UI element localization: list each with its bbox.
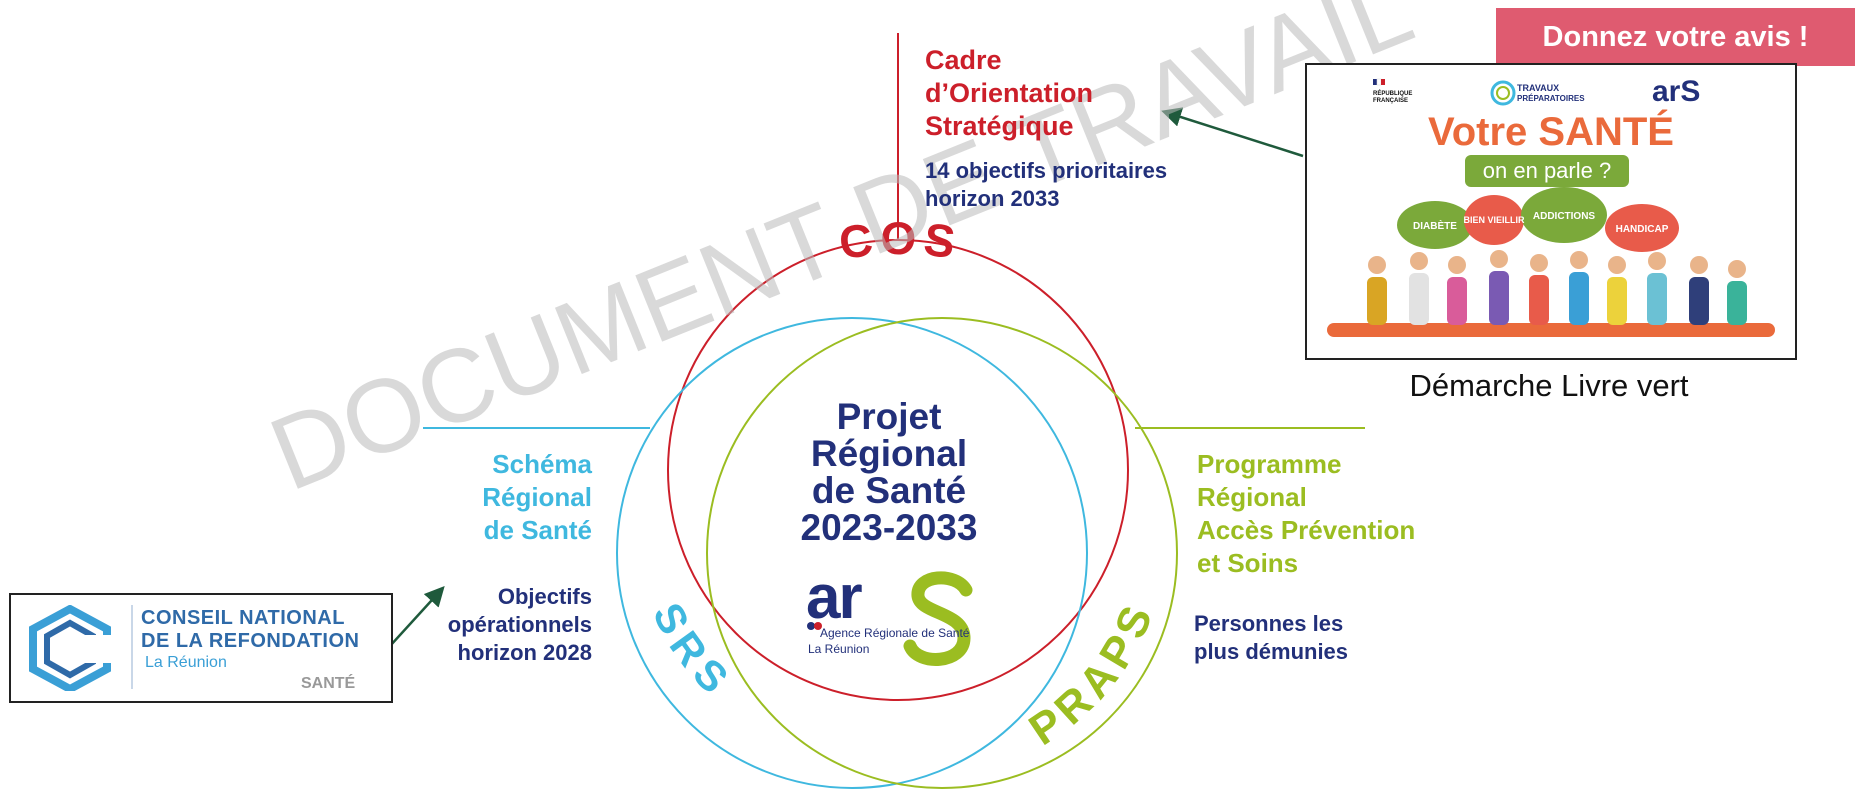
cnr-divider	[131, 605, 133, 689]
svg-text:TRAVAUX: TRAVAUX	[1517, 83, 1559, 93]
livre-vert-caption: Démarche Livre vert	[1409, 368, 1689, 403]
cos-sub-line: 14 objectifs prioritaires	[925, 158, 1168, 183]
srs-sub-line: opérationnels	[447, 612, 592, 637]
poster-tagline-bg	[1465, 155, 1629, 187]
praps-sub-line: Personnes les	[1194, 611, 1344, 636]
cos-title-line: Stratégique	[925, 111, 1074, 141]
svg-text:ar: ar	[806, 568, 862, 632]
livre-vert-arrow	[1161, 107, 1304, 158]
cos-subtitle: 14 objectifs prioritaires horizon 2033	[925, 157, 1167, 213]
cos-title: Cadre d’Orientation Stratégique	[925, 44, 1093, 143]
cos-circle	[667, 239, 1129, 701]
travaux-logo: TRAVAUX PRÉPARATOIRES	[1490, 80, 1585, 106]
praps-title: Programme Régional Accès Prévention et S…	[1197, 448, 1415, 580]
srs-sub-line: horizon 2028	[457, 640, 592, 665]
svg-text:RÉPUBLIQUE: RÉPUBLIQUE	[1373, 89, 1412, 97]
srs-title-line: de Santé	[483, 515, 592, 545]
crowd-illustration	[1327, 250, 1775, 337]
cnr-tag: SANTÉ	[301, 675, 356, 692]
srs-title-line: Régional	[482, 482, 592, 512]
bubble-addictions: ADDICTIONS	[1533, 211, 1596, 222]
cos-title-line: Cadre	[925, 45, 1002, 75]
srs-title: Schéma Régional de Santé	[420, 448, 592, 547]
cnr-arrow	[389, 586, 445, 647]
feedback-button[interactable]: Donnez votre avis !	[1496, 8, 1855, 66]
republique-logo: RÉPUBLIQUE FRANÇAISE	[1373, 78, 1412, 104]
praps-title-line: Accès Prévention	[1197, 515, 1416, 545]
srs-sub-line: Objectifs	[497, 584, 592, 609]
ars-logo: ar	[806, 568, 973, 666]
ars-agency-text: Agence Régionale de Santé	[820, 626, 970, 640]
cnr-title-line: DE LA REFONDATION	[141, 630, 360, 652]
bubble-diabete: DIABÈTE	[1413, 219, 1457, 232]
srs-title-line: Schéma	[492, 449, 592, 479]
srs-circle	[616, 317, 1088, 789]
bubble-handicap: HANDICAP	[1616, 224, 1669, 235]
srs-subtitle: Objectifs opérationnels horizon 2028	[400, 583, 592, 667]
praps-title-line: Régional	[1197, 482, 1307, 512]
center-title-line: Régional	[810, 433, 968, 474]
cnr-title-line: CONSEIL NATIONAL	[141, 607, 345, 629]
praps-title-line: Programme	[1197, 449, 1342, 479]
cos-title-line: d’Orientation	[925, 78, 1093, 108]
svg-text:FRANÇAISE: FRANÇAISE	[1373, 98, 1408, 104]
ars-s-shape	[903, 571, 973, 666]
center-title-line: Projet	[836, 396, 942, 437]
cnr-place: La Réunion	[145, 654, 227, 671]
poster-headline: Votre SANTÉ	[1428, 109, 1674, 154]
cnr-logo[interactable]: CONSEIL NATIONAL DE LA REFONDATION La Ré…	[9, 593, 393, 703]
center-title: Projet Régional de Santé 2023-2033	[774, 398, 1004, 546]
center-title-line: de Santé	[811, 470, 967, 511]
praps-circle	[706, 317, 1178, 789]
poster-art: RÉPUBLIQUE FRANÇAISE TRAVAUX PRÉPARATOIR…	[1327, 75, 1775, 337]
center-title-line: 2023-2033	[800, 507, 978, 548]
poster-ars-logo: arS	[1652, 75, 1700, 108]
bubble-bien-vieillir: BIEN VIEILLIR	[1463, 215, 1525, 225]
poster-tagline: on en parle ?	[1483, 158, 1611, 183]
cos-sub-line: horizon 2033	[925, 186, 1060, 211]
livre-vert-poster[interactable]: RÉPUBLIQUE FRANÇAISE TRAVAUX PRÉPARATOIR…	[1305, 63, 1797, 360]
cnr-emblem-icon	[29, 605, 115, 691]
ars-place-text: La Réunion	[808, 642, 870, 656]
cos-label: COS	[836, 212, 964, 269]
praps-sub-line: plus démunies	[1194, 639, 1349, 664]
praps-title-line: et Soins	[1197, 548, 1299, 578]
praps-subtitle: Personnes les plus démunies	[1194, 610, 1348, 666]
svg-text:PRÉPARATOIRES: PRÉPARATOIRES	[1517, 94, 1585, 103]
